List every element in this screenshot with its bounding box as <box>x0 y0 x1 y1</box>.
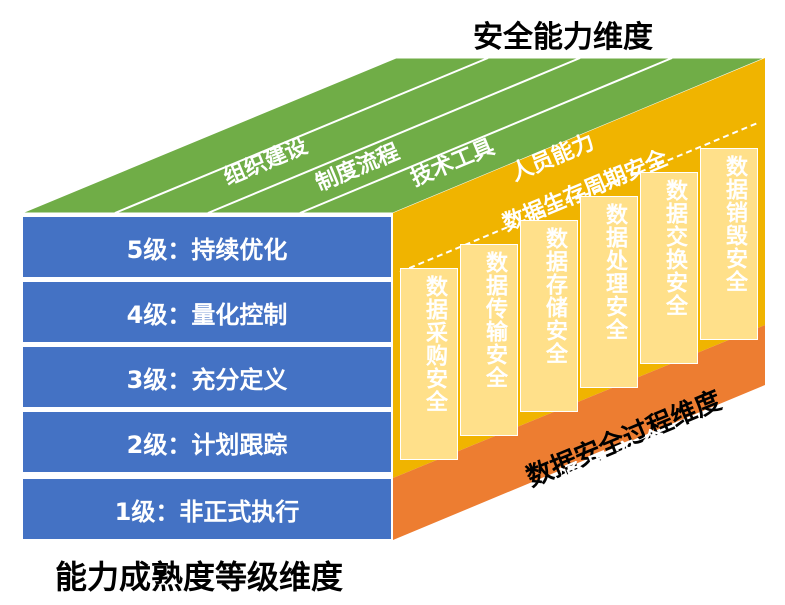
lifecycle-text-exchange: 数据交换安全 <box>662 179 687 317</box>
level-1: 1级：非正式执行 <box>22 478 392 540</box>
level-4: 4级：量化控制 <box>22 281 392 343</box>
top-divider-3 <box>299 57 673 214</box>
top-divider-1 <box>114 57 489 214</box>
lifecycle-column-storage <box>520 220 578 412</box>
lifecycle-column-transmission <box>460 244 518 436</box>
lifecycle-text-collection: 数据采购安全 <box>422 275 447 413</box>
top-divider-2 <box>207 57 581 214</box>
lifecycle-column-processing <box>580 196 638 388</box>
lifecycle-text-transmission: 数据传输安全 <box>482 251 507 389</box>
lifecycle-text-processing: 数据处理安全 <box>602 203 627 341</box>
capability-dimension-title: 安全能力维度 <box>473 20 653 55</box>
maturity-dimension-title: 能力成熟度等级维度 <box>55 558 344 596</box>
lifecycle-column-collection <box>400 268 458 460</box>
lifecycle-column-exchange <box>640 172 698 364</box>
lifecycle-column-destruction <box>700 148 758 340</box>
level-3: 3级：充分定义 <box>22 346 392 408</box>
lifecycle-text-destruction: 数据销毁安全 <box>722 155 747 293</box>
level-5: 5级：持续优化 <box>22 216 392 278</box>
level-2: 2级：计划跟踪 <box>22 411 392 473</box>
right-face-orange <box>393 325 765 540</box>
lifecycle-text-storage: 数据存储安全 <box>542 227 567 365</box>
